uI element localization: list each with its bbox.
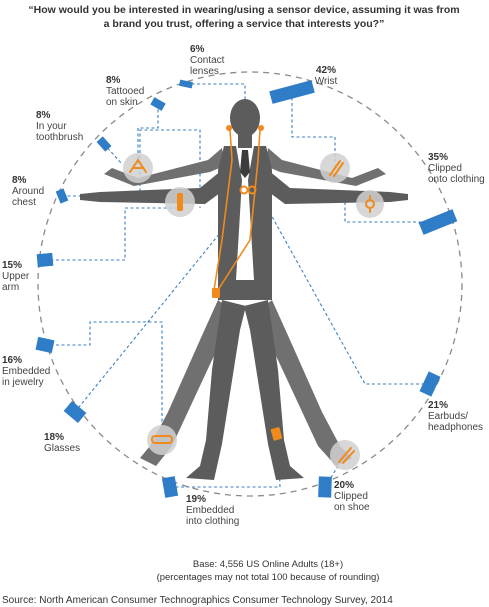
necktie xyxy=(240,150,250,178)
left-leg-straight xyxy=(186,300,246,480)
right-leg-straight xyxy=(244,300,304,480)
bracelet-icon xyxy=(147,425,177,455)
category-label: lenses xyxy=(190,66,219,77)
category-label: In your xyxy=(36,121,67,132)
earbud-cord-right xyxy=(217,129,261,291)
value-label: 8% xyxy=(12,175,27,186)
title-line-2: a brand you trust, offering a service th… xyxy=(104,18,385,30)
bar-contact-lenses xyxy=(178,79,194,89)
category-label: Embedded xyxy=(186,505,234,516)
shoe-clip-icon xyxy=(330,440,360,470)
value-label: 6% xyxy=(190,44,205,55)
value-label: 18% xyxy=(44,432,64,443)
sensor-icons xyxy=(123,153,384,470)
dashed-ring xyxy=(37,71,463,497)
bar-wrist xyxy=(269,80,315,104)
watch-icon xyxy=(356,190,384,218)
tattoo-icon xyxy=(123,153,153,183)
bar-embedded-in-jewelry xyxy=(35,336,55,354)
category-label: on skin xyxy=(106,97,138,108)
right-arm-raised xyxy=(266,148,386,186)
bar-tattooed-on-skin xyxy=(150,97,166,111)
category-label: Glasses xyxy=(44,443,80,454)
source-note: Source: North American Consumer Technogr… xyxy=(2,595,393,606)
left-leg-spread xyxy=(140,300,236,466)
value-label: 21% xyxy=(428,400,448,411)
earbud-right-icon xyxy=(258,125,264,131)
value-label: 35% xyxy=(428,152,448,163)
left-arm-raised xyxy=(104,148,224,186)
bar-clipped-onto-clothing xyxy=(418,209,458,235)
chest-band-icon xyxy=(165,187,195,217)
value-label: 16% xyxy=(2,355,22,366)
value-label: 42% xyxy=(316,65,336,76)
human-figure xyxy=(80,99,408,480)
category-label: headphones xyxy=(428,422,483,433)
category-label: in jewelry xyxy=(2,377,44,388)
right-leg-spread xyxy=(254,300,352,466)
leader-earbuds xyxy=(254,185,430,385)
leader-upper-arm xyxy=(45,207,180,261)
category-label: toothbrush xyxy=(36,132,83,143)
category-label: on shoe xyxy=(334,502,370,513)
category-label: Contact xyxy=(190,55,225,66)
clip-icon-upper xyxy=(320,153,350,183)
music-player-icon xyxy=(212,288,220,298)
leader-jewelry xyxy=(45,321,163,438)
leader-toothbrush xyxy=(103,143,123,165)
category-label: Upper xyxy=(2,271,30,282)
leader-wrist xyxy=(291,92,336,168)
earbud-cord-left xyxy=(213,129,233,291)
head xyxy=(230,99,260,137)
bars-layer xyxy=(35,79,458,498)
bar-in-your-toothbrush xyxy=(96,136,112,152)
earbud-left-icon xyxy=(226,125,232,131)
bar-upper-arm xyxy=(36,252,54,268)
value-label: 19% xyxy=(186,494,206,505)
bar-around-chest xyxy=(55,188,69,204)
category-label: into clothing xyxy=(186,516,239,527)
bar-glasses xyxy=(63,401,87,423)
rounding-note: (percentages may not total 100 because o… xyxy=(157,572,380,583)
glasses-icon xyxy=(239,185,257,195)
value-label: 8% xyxy=(36,110,51,121)
category-label: arm xyxy=(2,282,19,293)
bar-clipped-on-shoe xyxy=(318,476,332,498)
category-label: onto clothing xyxy=(428,174,485,185)
category-label: chest xyxy=(12,197,36,208)
title-line-1: “How would you be interested in wearing/… xyxy=(28,4,459,16)
category-label: Clipped xyxy=(334,491,368,502)
clothing-tag-icon xyxy=(270,427,283,441)
category-label: Earbuds/ xyxy=(428,411,468,422)
category-label: Clipped xyxy=(428,163,462,174)
bar-earbuds-headphones xyxy=(419,371,441,397)
value-label: 8% xyxy=(106,75,121,86)
leader-tattoo xyxy=(137,104,159,168)
category-label: Around xyxy=(12,186,44,197)
value-label: 15% xyxy=(2,260,22,271)
category-label: Wrist xyxy=(315,76,338,87)
leader-embedded-clothing xyxy=(170,433,281,488)
value-label: 20% xyxy=(334,480,354,491)
category-label: Tattooed xyxy=(106,86,144,97)
bar-embedded-into-clothing xyxy=(161,476,179,498)
category-label: Embedded xyxy=(2,366,50,377)
base-note: Base: 4,556 US Online Adults (18+) xyxy=(193,559,343,570)
